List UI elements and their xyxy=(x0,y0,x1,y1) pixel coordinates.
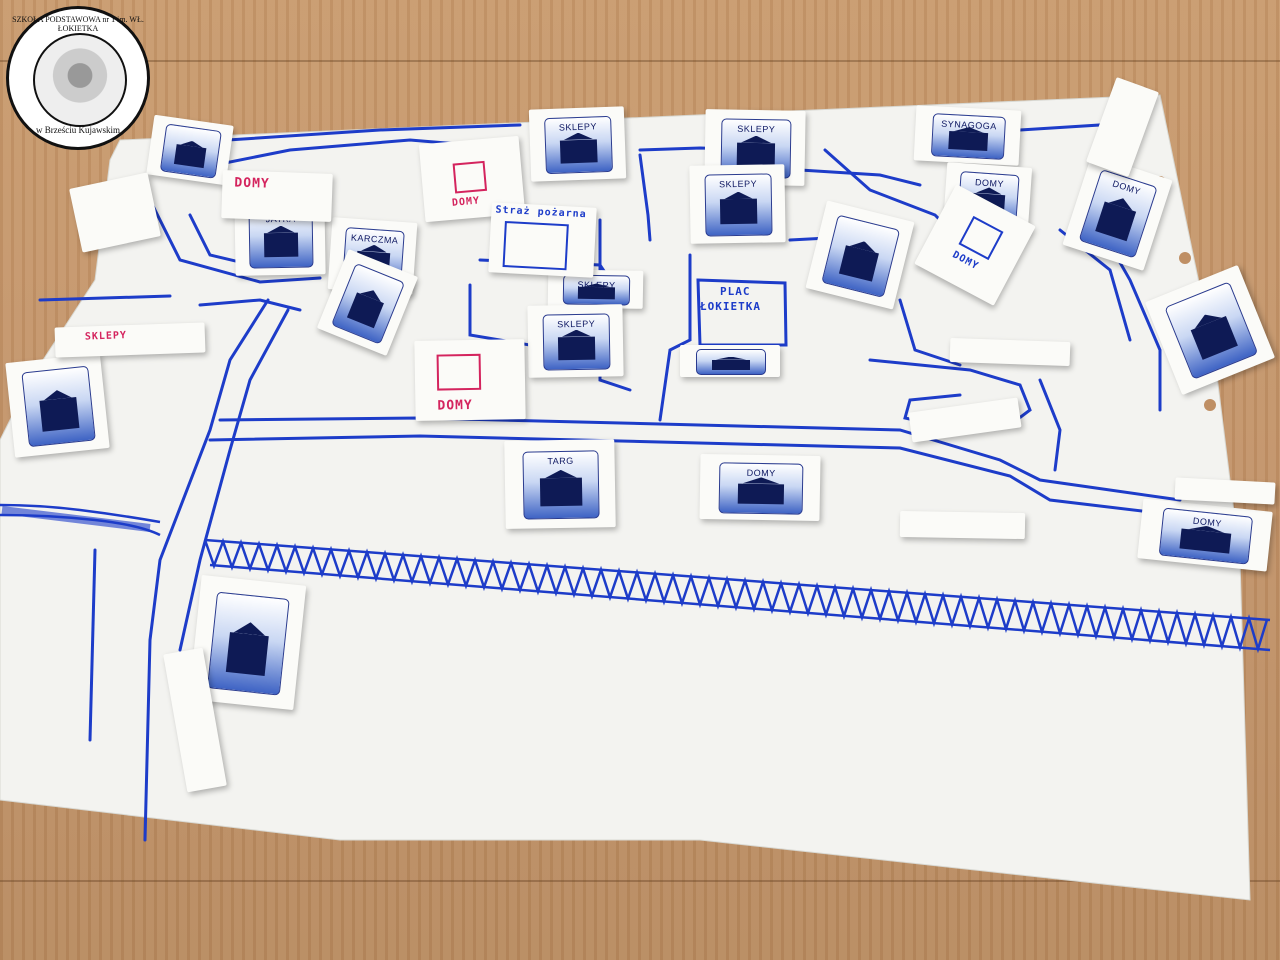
card-sklepy-1: SKLEPY xyxy=(528,106,627,182)
card-hand-straz: Straż pożarna xyxy=(488,202,597,278)
card-chapel-left xyxy=(5,353,110,458)
card-label: SKLEPY xyxy=(719,179,758,190)
card-hand-domy-4: DOMY xyxy=(414,339,526,421)
synagogue-icon xyxy=(947,131,989,151)
shop-icon xyxy=(558,336,595,360)
king-portrait-icon xyxy=(33,33,127,127)
shop-icon xyxy=(560,138,598,164)
card-label: TARG xyxy=(547,455,574,466)
card-church-top-left xyxy=(146,114,234,186)
card-town-hall-center xyxy=(680,345,780,377)
card-label: SKLEPY xyxy=(737,123,776,135)
gate-tower-icon xyxy=(206,591,290,696)
card-synagoga: SYNAGOGA xyxy=(913,105,1022,166)
shop-icon xyxy=(578,286,615,300)
shop-icon xyxy=(736,142,776,168)
card-label: KARCZMA xyxy=(350,232,399,246)
card-hand-sklepy-red: SKLEPY xyxy=(54,322,206,358)
town-hall-icon xyxy=(696,348,766,376)
plac-label: PLAC xyxy=(720,285,751,298)
church-icon xyxy=(821,214,900,298)
card-targ: TARG xyxy=(504,439,616,529)
handwritten-label: Straż pożarna xyxy=(495,204,587,221)
building-icon xyxy=(331,262,406,345)
blank-folded-card xyxy=(949,337,1071,367)
handwritten-label: DOMY xyxy=(437,397,473,414)
card-domy-tile-3: DOMY xyxy=(699,453,821,522)
handwritten-label: DOMY xyxy=(234,175,270,192)
card-label: SKLEPY xyxy=(557,318,596,329)
card-sklepy-3: SKLEPY xyxy=(689,164,786,244)
church-icon xyxy=(159,123,223,179)
market-cart-icon xyxy=(539,477,583,507)
lokietka-label: ŁOKIETKA xyxy=(700,300,761,313)
shop-icon xyxy=(720,198,757,225)
handwritten-label: DOMY xyxy=(451,195,481,209)
drawn-house-icon xyxy=(452,160,488,194)
houses-icon xyxy=(1179,528,1231,554)
river xyxy=(0,503,1271,654)
chapel-icon xyxy=(21,366,96,447)
card-label: SKLEPY xyxy=(558,120,598,133)
drawn-house-icon xyxy=(436,353,482,391)
house-icon xyxy=(1095,201,1136,241)
card-sklepy-5: SKLEPY xyxy=(527,304,624,378)
logo-text-bottom: w Brześciu Kujawskim xyxy=(36,125,120,135)
school-logo-stamp: SZKOŁA PODSTAWOWA nr 1 im. WŁ. ŁOKIETKA … xyxy=(6,6,150,150)
logo-text-top: SZKOŁA PODSTAWOWA nr 1 im. WŁ. ŁOKIETKA xyxy=(12,15,144,33)
floor-plank-seam xyxy=(0,60,1280,62)
floor-plank-seam xyxy=(0,880,1280,882)
houses-icon xyxy=(737,483,784,505)
town-hall-icon xyxy=(1164,281,1259,380)
card-label: DOMY xyxy=(1111,178,1142,198)
handwritten-label: SKLEPY xyxy=(84,330,128,343)
drawn-house-icon xyxy=(958,215,1004,261)
blank-folded-card xyxy=(899,510,1026,540)
card-label: DOMY xyxy=(746,467,776,479)
market-hall-icon xyxy=(263,232,299,258)
card-hand-domy-1: DOMY xyxy=(221,170,333,222)
drawn-fire-station-icon xyxy=(502,221,569,271)
